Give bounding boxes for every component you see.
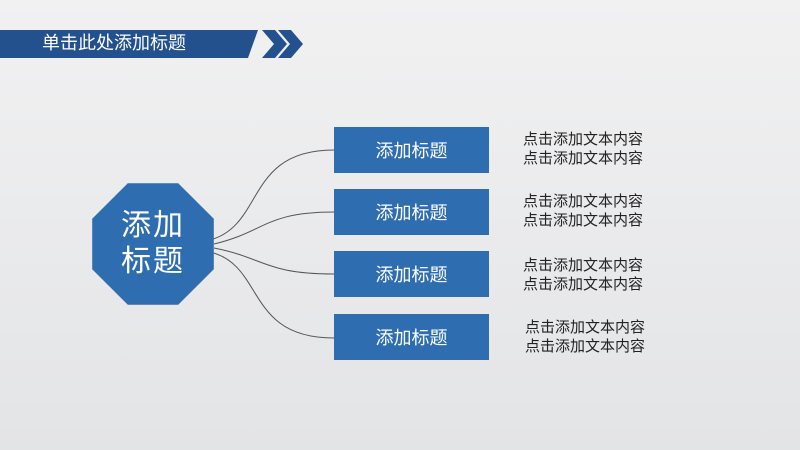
branch-desc-1-line-1: 点击添加文本内容 bbox=[523, 130, 644, 148]
branch-desc-4-line-2: 点击添加文本内容 bbox=[525, 337, 646, 355]
connector-line-3 bbox=[213, 247, 335, 275]
double-chevron-right-icon bbox=[256, 30, 312, 58]
branch-box-4[interactable]: 添加标题 bbox=[334, 314, 489, 360]
branch-desc-4[interactable]: 点击添加文本内容 点击添加文本内容 bbox=[525, 318, 645, 356]
connector-line-2 bbox=[213, 211, 335, 245]
slide-title[interactable]: 单击此处添加标题 bbox=[42, 33, 186, 54]
branch-box-2[interactable]: 添加标题 bbox=[334, 189, 489, 235]
branch-desc-2-line-1: 点击添加文本内容 bbox=[523, 192, 644, 210]
hub-title-line-1: 添加 bbox=[121, 208, 185, 243]
branch-desc-2-line-2: 点击添加文本内容 bbox=[523, 211, 644, 229]
branch-box-1[interactable]: 添加标题 bbox=[334, 127, 489, 173]
branch-desc-3-line-2: 点击添加文本内容 bbox=[523, 275, 644, 293]
hub-octagon[interactable]: 添加 标题 bbox=[92, 183, 214, 305]
branch-desc-4-line-1: 点击添加文本内容 bbox=[525, 318, 646, 336]
branch-box-3[interactable]: 添加标题 bbox=[334, 251, 489, 297]
connector-line-1 bbox=[209, 149, 335, 241]
branch-desc-3[interactable]: 点击添加文本内容 点击添加文本内容 bbox=[523, 256, 643, 294]
title-banner bbox=[0, 30, 258, 58]
branch-desc-3-line-1: 点击添加文本内容 bbox=[523, 256, 644, 274]
hub-title-line-2: 标题 bbox=[121, 244, 185, 279]
branch-desc-1[interactable]: 点击添加文本内容 点击添加文本内容 bbox=[523, 130, 643, 168]
branch-desc-1-line-2: 点击添加文本内容 bbox=[523, 149, 644, 167]
connector-line-4 bbox=[209, 251, 335, 339]
branch-desc-2[interactable]: 点击添加文本内容 点击添加文本内容 bbox=[523, 192, 643, 230]
